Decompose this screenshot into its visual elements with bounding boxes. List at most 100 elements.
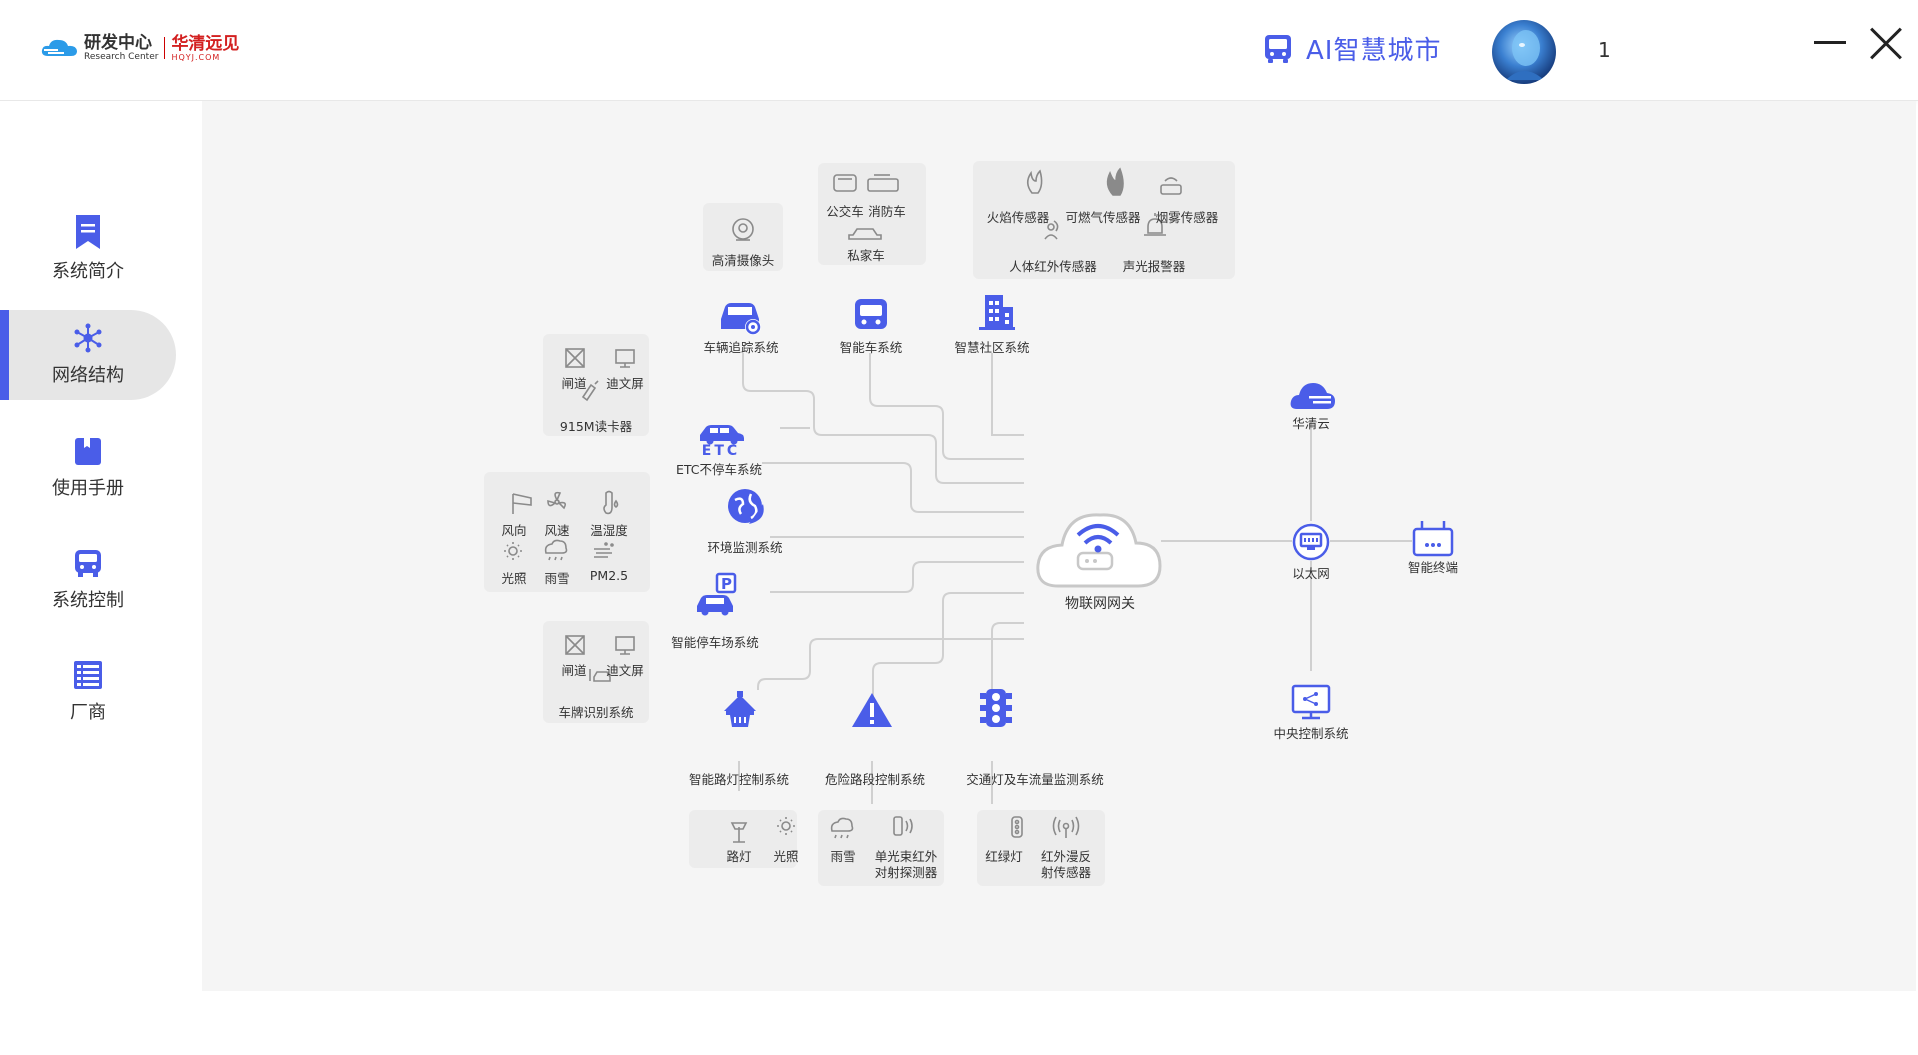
card-reader-label: 915M读卡器	[559, 419, 633, 434]
smoke-detector-icon	[1160, 177, 1182, 195]
wind-direction-label: 风向	[501, 523, 527, 538]
gateway-cloud-icon	[1036, 513, 1162, 588]
close-button[interactable]	[1868, 26, 1904, 62]
etc-device-group	[543, 334, 649, 436]
light-label: 光照	[773, 849, 799, 864]
led-screen-icon	[615, 349, 635, 368]
streetlight-icon	[724, 691, 756, 727]
sidebar-item-label: 使用手册	[52, 478, 124, 499]
sidebar-item-network[interactable]: 网络结构	[0, 310, 176, 400]
monitor-icon	[1291, 684, 1331, 720]
cloud-label: 华清云	[1292, 416, 1330, 431]
smart-community-label: 智慧社区系统	[954, 340, 1030, 355]
led-screen-label: 迪文屏	[606, 376, 644, 391]
traffic-device-group	[977, 810, 1105, 886]
book-icon	[75, 438, 101, 465]
ir-reflect-icon	[1052, 816, 1080, 838]
building-icon	[979, 295, 1015, 330]
gas-sensor-label: 可燃气传感器	[1065, 210, 1141, 225]
traffic-light-label: 交通灯及车流量监测系统	[966, 772, 1104, 787]
pm25-label: PM2.5	[589, 568, 629, 583]
sidebar-item-control[interactable]: 系统控制	[0, 535, 176, 625]
svg-text:P: P	[721, 575, 732, 593]
environment-device-group	[484, 472, 650, 592]
gas-fire-icon	[1106, 167, 1124, 196]
vehicle-device-group	[818, 163, 926, 265]
vehicle-tracking-label: 车辆追踪系统	[703, 340, 779, 355]
smart-bus-label: 智能车系统	[839, 340, 903, 355]
traffic-lamp-icon	[1011, 816, 1023, 838]
plate-recognition-label: 车牌识别系统	[558, 705, 634, 720]
rain-icon	[830, 817, 854, 839]
network-diagram: P	[202, 101, 1916, 991]
fan-icon	[547, 491, 566, 510]
central-control-label: 中央控制系统	[1273, 726, 1349, 741]
temp-humidity-label: 温湿度	[590, 523, 628, 538]
car-tracking-icon	[721, 303, 761, 335]
streetlight-label: 智能路灯控制系统	[688, 772, 789, 787]
cloud-service-icon	[1290, 383, 1335, 409]
ir-reflect-label-line2: 射传感器	[1040, 865, 1091, 880]
community-device-group	[973, 161, 1235, 279]
rain-snow-label: 雨雪	[830, 849, 856, 864]
sidebar-item-label: 网络结构	[52, 365, 124, 386]
terminal-label: 智能终端	[1407, 560, 1458, 575]
pir-sensor-icon	[1044, 220, 1059, 240]
traffic-light-icon	[980, 689, 1012, 727]
camera-device-group	[703, 203, 783, 271]
sidebar-item-intro[interactable]: 系统简介	[0, 204, 176, 294]
wind-speed-label: 风速	[544, 523, 570, 538]
danger-device-group	[818, 810, 944, 886]
thermometer-icon	[603, 490, 619, 515]
rain-icon	[544, 539, 568, 561]
gateway-label: 物联网网关	[1065, 596, 1135, 612]
etc-logo-label: ETC	[701, 443, 741, 459]
ethernet-icon	[1292, 523, 1330, 561]
etc-label: ETC不停车系统	[675, 462, 763, 477]
partner-title: 华清远见	[171, 33, 240, 54]
warning-icon	[852, 693, 892, 727]
ir-detector-label-line1: 单光束红外	[874, 849, 938, 864]
bus-icon	[75, 550, 101, 577]
bus-small-icon	[833, 174, 857, 192]
bus-icon	[1265, 34, 1291, 63]
partner-subtitle: HQYJ.COM	[171, 52, 221, 62]
sidebar-item-label: 厂商	[70, 702, 106, 723]
app-title: AI智慧城市	[1306, 36, 1442, 66]
fire-truck-icon	[867, 174, 899, 192]
top-header: 研发中心 Research Center 华清远见 HQYJ.COM AI智慧城…	[0, 0, 1918, 101]
alarm-icon	[1144, 213, 1166, 236]
minimize-button[interactable]	[1814, 30, 1848, 54]
ir-detector-label-line2: 对射探测器	[874, 865, 938, 880]
sun-icon	[504, 542, 522, 560]
sidebar-item-manual[interactable]: 使用手册	[0, 423, 176, 513]
etc-car-icon	[700, 425, 744, 445]
ir-detector-icon	[893, 816, 913, 836]
bus-label: 公交车	[826, 204, 864, 219]
sidebar: 系统简介 网络结构 使用手册 系统控制 厂商	[0, 101, 202, 991]
gate-label: 闸道	[561, 376, 587, 391]
sidebar-item-vendor[interactable]: 厂商	[0, 647, 176, 737]
cloud-logo-icon	[41, 39, 77, 56]
user-name[interactable]: 1	[1598, 38, 1611, 62]
network-icon	[74, 323, 102, 353]
sidebar-item-label: 系统控制	[52, 590, 124, 611]
terminal-icon	[1412, 521, 1454, 557]
logo: 研发中心 Research Center 华清远见 HQYJ.COM	[40, 34, 239, 62]
sidebar-item-label: 系统简介	[52, 261, 124, 282]
user-avatar[interactable]	[1492, 20, 1556, 84]
ir-reflect-label-line1: 红外漫反	[1040, 849, 1091, 864]
list-icon	[74, 661, 102, 689]
sun-icon	[777, 817, 795, 835]
app-brand: AI智慧城市	[1262, 30, 1441, 67]
environment-icon	[728, 489, 764, 524]
street-lamp-icon	[730, 822, 748, 843]
private-car-icon	[848, 228, 882, 240]
street-lamp-label: 路灯	[726, 849, 752, 864]
led-screen-label: 迪文屏	[606, 663, 644, 678]
ethernet-label: 以太网	[1292, 566, 1330, 581]
streetlight-device-group	[689, 810, 797, 868]
smoke-sensor-label: 烟雾传感器	[1155, 210, 1219, 225]
flame-sensor-label: 火焰传感器	[986, 210, 1050, 225]
led-screen-icon	[615, 636, 635, 655]
